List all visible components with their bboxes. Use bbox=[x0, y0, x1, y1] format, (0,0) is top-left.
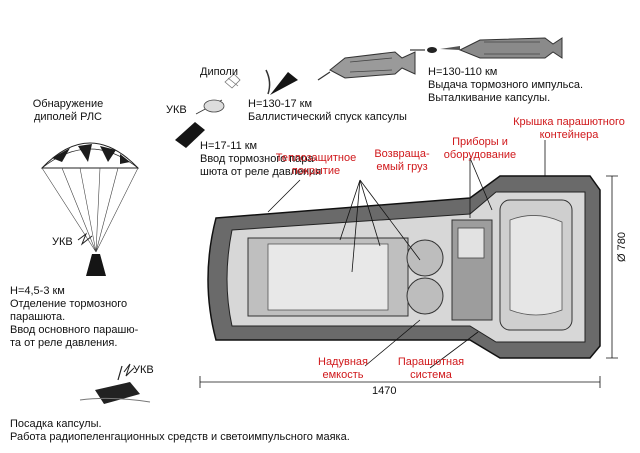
dimension-length: 1470 bbox=[372, 385, 397, 397]
label-payload: Возвраща- емый груз bbox=[374, 148, 430, 173]
signal-icon bbox=[77, 232, 93, 246]
label-float: Надувная емкость bbox=[318, 356, 368, 381]
main-parachute bbox=[40, 142, 140, 276]
label-chute-system: Парашютная система bbox=[397, 356, 465, 381]
label-brake-impulse: H=130-110 км Выдача тормозного импульса.… bbox=[428, 66, 584, 104]
label-ukv-bottom: УКВ bbox=[133, 364, 154, 376]
carrier-vehicle bbox=[410, 37, 563, 59]
signal-icon bbox=[123, 363, 135, 377]
leader-lines bbox=[267, 140, 546, 369]
label-ballistic-descent: H=130-17 км Баллистический спуск капсулы bbox=[248, 98, 407, 123]
capsule-drogue bbox=[175, 99, 225, 148]
landed-capsule bbox=[79, 365, 151, 404]
label-main-chute: H=4,5-3 км Отделение тормозного парашюта… bbox=[10, 285, 139, 349]
capsule-cutaway bbox=[207, 175, 601, 359]
label-dipoles: Диполи bbox=[200, 66, 238, 78]
label-dipole-detection: Обнаружение диполей РЛС bbox=[32, 98, 104, 123]
capsule-ballistic bbox=[265, 69, 298, 95]
label-brake-chute: H=17-11 км Ввод тормозного пара- шюта от… bbox=[200, 140, 322, 178]
label-ukv-top: УКВ bbox=[166, 104, 187, 116]
label-chute-lid: Крышка парашютного контейнера bbox=[513, 116, 625, 141]
dimension-diameter: Ø 780 bbox=[616, 232, 628, 262]
label-ukv-mid: УКВ bbox=[52, 236, 73, 248]
label-landing: Посадка капсулы. Работа радиопеленгацион… bbox=[10, 418, 350, 443]
separating-stage bbox=[317, 51, 416, 81]
label-instruments: Приборы и оборудование bbox=[443, 136, 517, 161]
dimension-lines bbox=[199, 175, 618, 388]
dipole-cloud bbox=[224, 73, 241, 89]
label-heat-shield: Теплозащитное покрытие bbox=[275, 152, 357, 177]
